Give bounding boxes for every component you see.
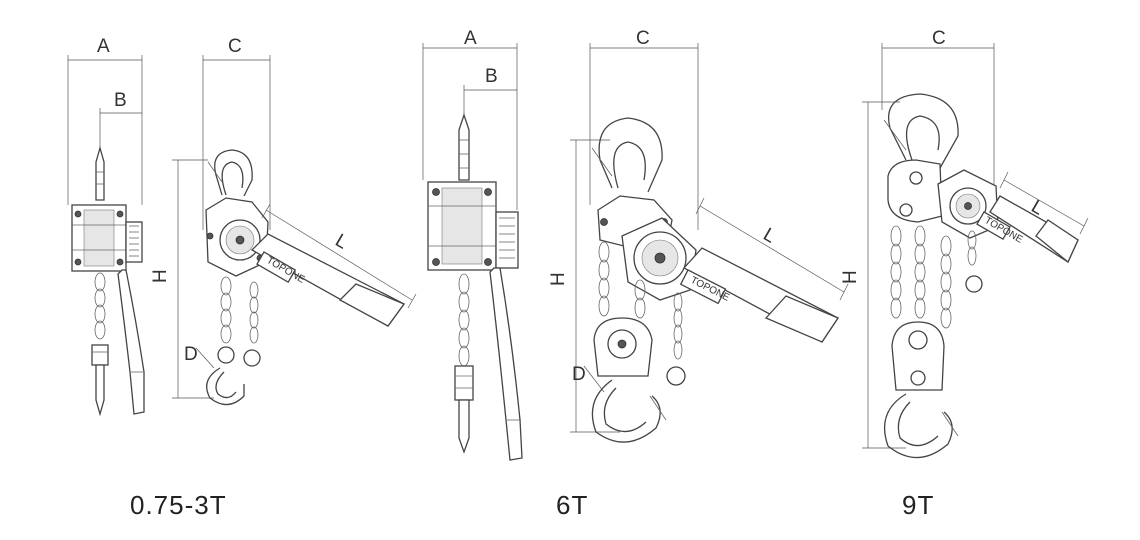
model-9t: C H TOPONE L — [840, 28, 1089, 520]
model-6t: A B — [422, 28, 849, 520]
side-view-small: C H TOPONE L — [150, 36, 417, 406]
dim-label-a: A — [464, 28, 477, 49]
dim-label-d: D — [572, 364, 586, 385]
dim-label-b: B — [114, 90, 127, 111]
dim-label-c: C — [932, 28, 946, 49]
load-chain-side-6t — [598, 241, 683, 360]
front-view-small: A B — [67, 36, 145, 417]
dim-label-h: H — [150, 269, 171, 283]
front-view-6t: A B — [422, 28, 523, 461]
dim-label-d: D — [184, 344, 198, 365]
dim-label-c: C — [228, 36, 242, 57]
load-chain-front-small — [94, 272, 106, 340]
model-0-75-3t: A B — [67, 36, 417, 520]
dim-label-l: L — [332, 230, 352, 253]
load-chain-9t — [890, 225, 977, 329]
side-view-6t: C H TOPONE — [548, 28, 849, 443]
dim-label-a: A — [97, 36, 110, 57]
dim-label-h: H — [840, 270, 861, 284]
caption-9t: 9T — [902, 490, 934, 520]
caption-6t: 6T — [556, 490, 588, 520]
load-chain-side-small — [220, 276, 259, 344]
dim-label-b: B — [485, 66, 498, 87]
load-chain-front-6t — [458, 273, 470, 367]
dim-label-h: H — [548, 272, 569, 286]
dim-label-l: L — [760, 224, 780, 247]
caption-0-75-3t: 0.75-3T — [130, 490, 227, 520]
dim-label-c: C — [636, 28, 650, 49]
